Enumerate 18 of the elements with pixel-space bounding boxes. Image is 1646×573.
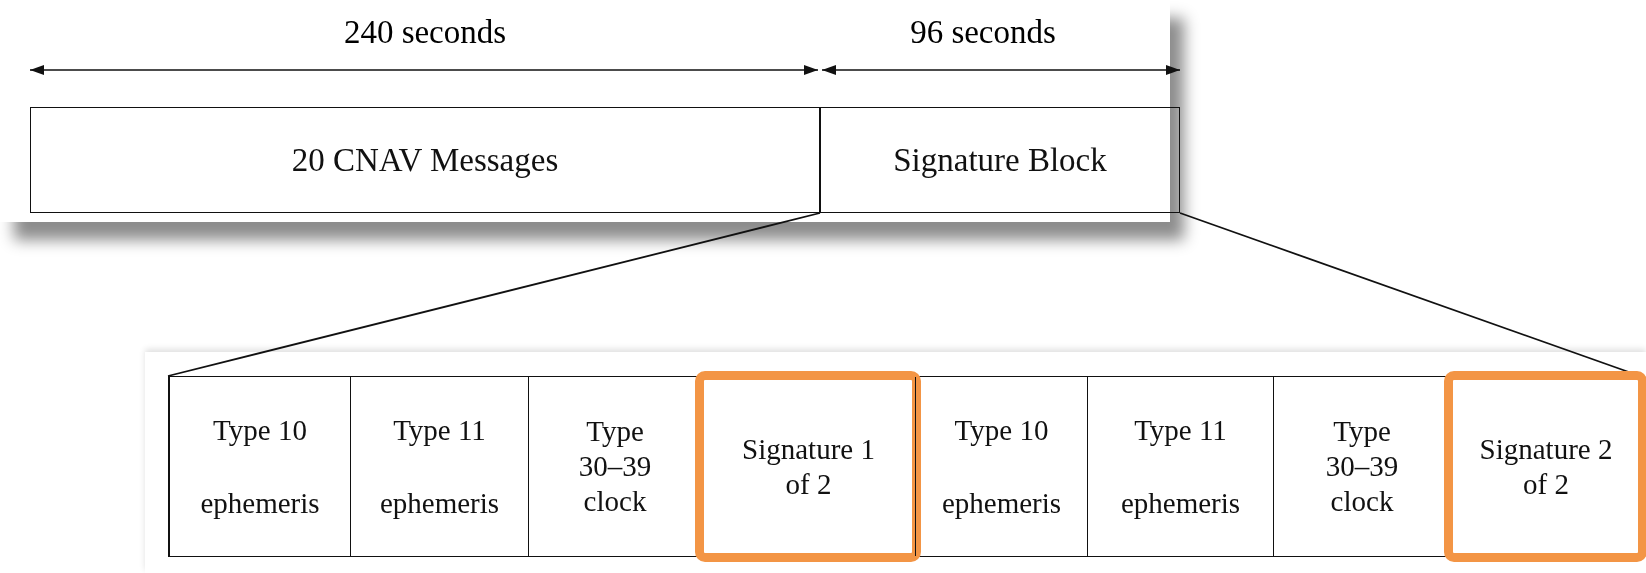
cell-text: Type 10 — [213, 412, 307, 448]
cell-text: ephemeris — [1120, 485, 1241, 521]
cell-text: Type 30–39 clock — [577, 414, 653, 519]
cell-text: ephemeris — [200, 485, 320, 521]
cell-text: ephemeris — [379, 485, 500, 521]
cell-text: Type 11 — [1134, 412, 1227, 448]
segment-box — [30, 107, 820, 213]
cell-text: Type 30–39 clock — [1324, 414, 1400, 519]
cell-text: Signature 1 of 2 — [741, 431, 876, 502]
cell-text: Signature Block — [893, 141, 1107, 179]
cell-text: 20 CNAV Messages — [291, 141, 559, 179]
cell-text: ephemeris — [941, 485, 1062, 521]
cell-text: Type 11 — [393, 412, 486, 448]
cell-text: Type 10 — [954, 412, 1049, 448]
segment-box — [820, 107, 1180, 213]
duration-label: 240 seconds — [343, 14, 507, 51]
duration-label: 96 seconds — [910, 14, 1056, 51]
cell-text: Signature 2 of 2 — [1478, 431, 1614, 502]
